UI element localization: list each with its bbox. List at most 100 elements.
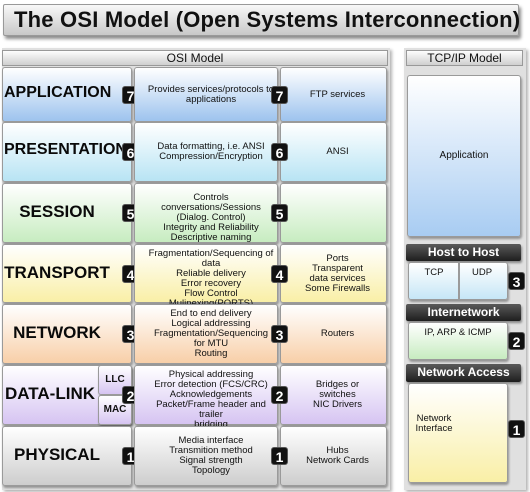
layer-examples-line: data services bbox=[309, 272, 366, 284]
layer-description-line: (Dialog. Control) bbox=[176, 212, 246, 223]
layer-examples: FTP services bbox=[292, 88, 383, 100]
layer-description-cell bbox=[134, 122, 278, 182]
layer-examples-line: Ports bbox=[326, 252, 349, 264]
layer-number-badge: 6 bbox=[271, 143, 288, 161]
layer-cell-physical bbox=[2, 426, 132, 486]
layer-description-line: Descriptive naming bbox=[170, 232, 252, 243]
layer-description-line: applications bbox=[185, 93, 237, 105]
sublayer-label-llc: LLC bbox=[105, 374, 125, 385]
layer-description-line: bridging bbox=[194, 419, 228, 430]
layer-description-line: Media interface bbox=[178, 435, 244, 446]
layer-examples-line: switches bbox=[319, 389, 356, 400]
layer-description-line: Controls conversations/Sessions bbox=[161, 192, 261, 213]
layer-description-line: Routing bbox=[194, 348, 228, 359]
page-title: The OSI Model (Open Systems Interconnect… bbox=[14, 7, 521, 32]
layer-examples-cell bbox=[280, 365, 387, 425]
layer-examples-line: Routers bbox=[320, 328, 355, 339]
layer-description-line: Flow Control bbox=[184, 287, 238, 299]
layer-examples-line: FTP services bbox=[309, 88, 366, 100]
layer-cell-application bbox=[2, 67, 132, 122]
layer-description-line: Signal strength bbox=[179, 455, 243, 466]
layer-name: TRANSPORT bbox=[4, 262, 110, 282]
layer-examples-cell bbox=[280, 304, 387, 364]
tcpip-application-cell bbox=[407, 75, 521, 237]
layer-examples: Routers bbox=[292, 329, 383, 339]
layer-examples-line: Network Cards bbox=[306, 455, 369, 466]
layer-name: PRESENTATION bbox=[4, 141, 127, 158]
layer-description-line: Logical addressing bbox=[171, 318, 251, 329]
layer-description-line: for MTU bbox=[193, 338, 229, 349]
tcpip-internetwork-protocols: IP, ARP & ICMP bbox=[424, 327, 492, 338]
tcpip-number-badge: 1 bbox=[508, 420, 525, 438]
layer-description-line: Integrity and Reliability bbox=[163, 222, 259, 233]
layer-description-cell bbox=[134, 67, 278, 122]
layer-description: Controls conversations/Sessions(Dialog. … bbox=[146, 193, 276, 243]
tcpip-internetwork-cell bbox=[408, 322, 508, 360]
layer-number-badge: 5 bbox=[271, 204, 288, 222]
layer-description-line: Compression/Encryption bbox=[159, 151, 263, 162]
layer-number-badge: 2 bbox=[271, 386, 288, 404]
layer-description-line: Topology bbox=[191, 465, 231, 476]
layer-description-line: Provides services/protocols to bbox=[147, 83, 275, 95]
layer-description-line: Fragmentation/Sequencing of data bbox=[148, 247, 274, 269]
layer-name: SESSION bbox=[19, 202, 95, 221]
tcpip-host-to-host-header: Host to Host bbox=[406, 244, 521, 261]
layer-cell-network bbox=[2, 304, 132, 364]
layer-description-line: Reliable delivery bbox=[176, 267, 246, 279]
tcpip-network-access-protocols-line: Interface bbox=[415, 423, 453, 434]
layer-description-cell bbox=[134, 365, 278, 425]
osi-header: OSI Model bbox=[2, 50, 388, 66]
layer-cell-presentation bbox=[2, 122, 132, 182]
tcpip-internetwork-header: Internetwork bbox=[406, 304, 521, 321]
tcpip-protocol-udp: UDP bbox=[471, 267, 493, 278]
layer-examples-line: ANSI bbox=[326, 146, 349, 157]
tcpip-header: TCP/IP Model bbox=[406, 50, 523, 66]
layer-cell-session bbox=[2, 183, 132, 243]
layer-description-line: Data formatting, i.e. ANSI bbox=[157, 141, 265, 152]
tcpip-host-divider bbox=[458, 262, 460, 300]
tcpip-number-badge: 2 bbox=[508, 332, 525, 350]
layer-description-cell bbox=[134, 244, 278, 303]
tcpip-network-access-protocols-line: Network bbox=[416, 413, 452, 424]
layer-number-badge: 3 bbox=[271, 325, 288, 343]
layer-examples-cell bbox=[280, 426, 387, 486]
layer-description-line: Fragmentation/Sequencing bbox=[153, 328, 269, 339]
layer-number-badge: 1 bbox=[271, 447, 288, 465]
layer-description-line: Mulipexing(PORTS) bbox=[168, 297, 254, 309]
layer-examples-cell bbox=[280, 183, 387, 243]
layer-description-line: Acknowledgements bbox=[169, 389, 253, 400]
layer-description-line: End to end delivery bbox=[170, 308, 252, 319]
tcpip-network-access-header: Network Access bbox=[406, 364, 521, 382]
layer-examples-line: NIC Drivers bbox=[312, 399, 363, 410]
title-bar: The OSI Model (Open Systems Interconnect… bbox=[3, 4, 521, 36]
layer-name: PHYSICAL bbox=[14, 445, 100, 464]
tcpip-protocol-tcp: TCP bbox=[424, 267, 444, 278]
layer-examples-line: Hubs bbox=[326, 445, 349, 456]
layer-name: NETWORK bbox=[13, 323, 101, 342]
layer-description-line: Error detection (FCS/CRC) bbox=[154, 379, 268, 390]
layer-number-badge: 4 bbox=[271, 264, 288, 283]
layer-cell-transport bbox=[2, 244, 132, 303]
tcpip-network-access-cell bbox=[408, 383, 508, 483]
layer-description-line: Physical addressing bbox=[168, 369, 254, 380]
layer-examples-line: Some Firewalls bbox=[305, 282, 370, 294]
layer-number-badge: 7 bbox=[271, 85, 288, 104]
sublayer-label-mac: MAC bbox=[103, 404, 127, 415]
tcpip-application-label: Application bbox=[439, 150, 489, 161]
layer-description-line: Packet/Frame header and trailer bbox=[156, 399, 266, 420]
layer-examples-line: Transparent bbox=[312, 262, 363, 274]
layer-examples: ANSI bbox=[292, 147, 383, 157]
layer-description-line: Transmition method bbox=[169, 445, 253, 456]
layer-description-cell bbox=[134, 304, 278, 364]
layer-description-line: Error recovery bbox=[180, 277, 242, 289]
tcpip-number-badge: 3 bbox=[508, 272, 525, 290]
